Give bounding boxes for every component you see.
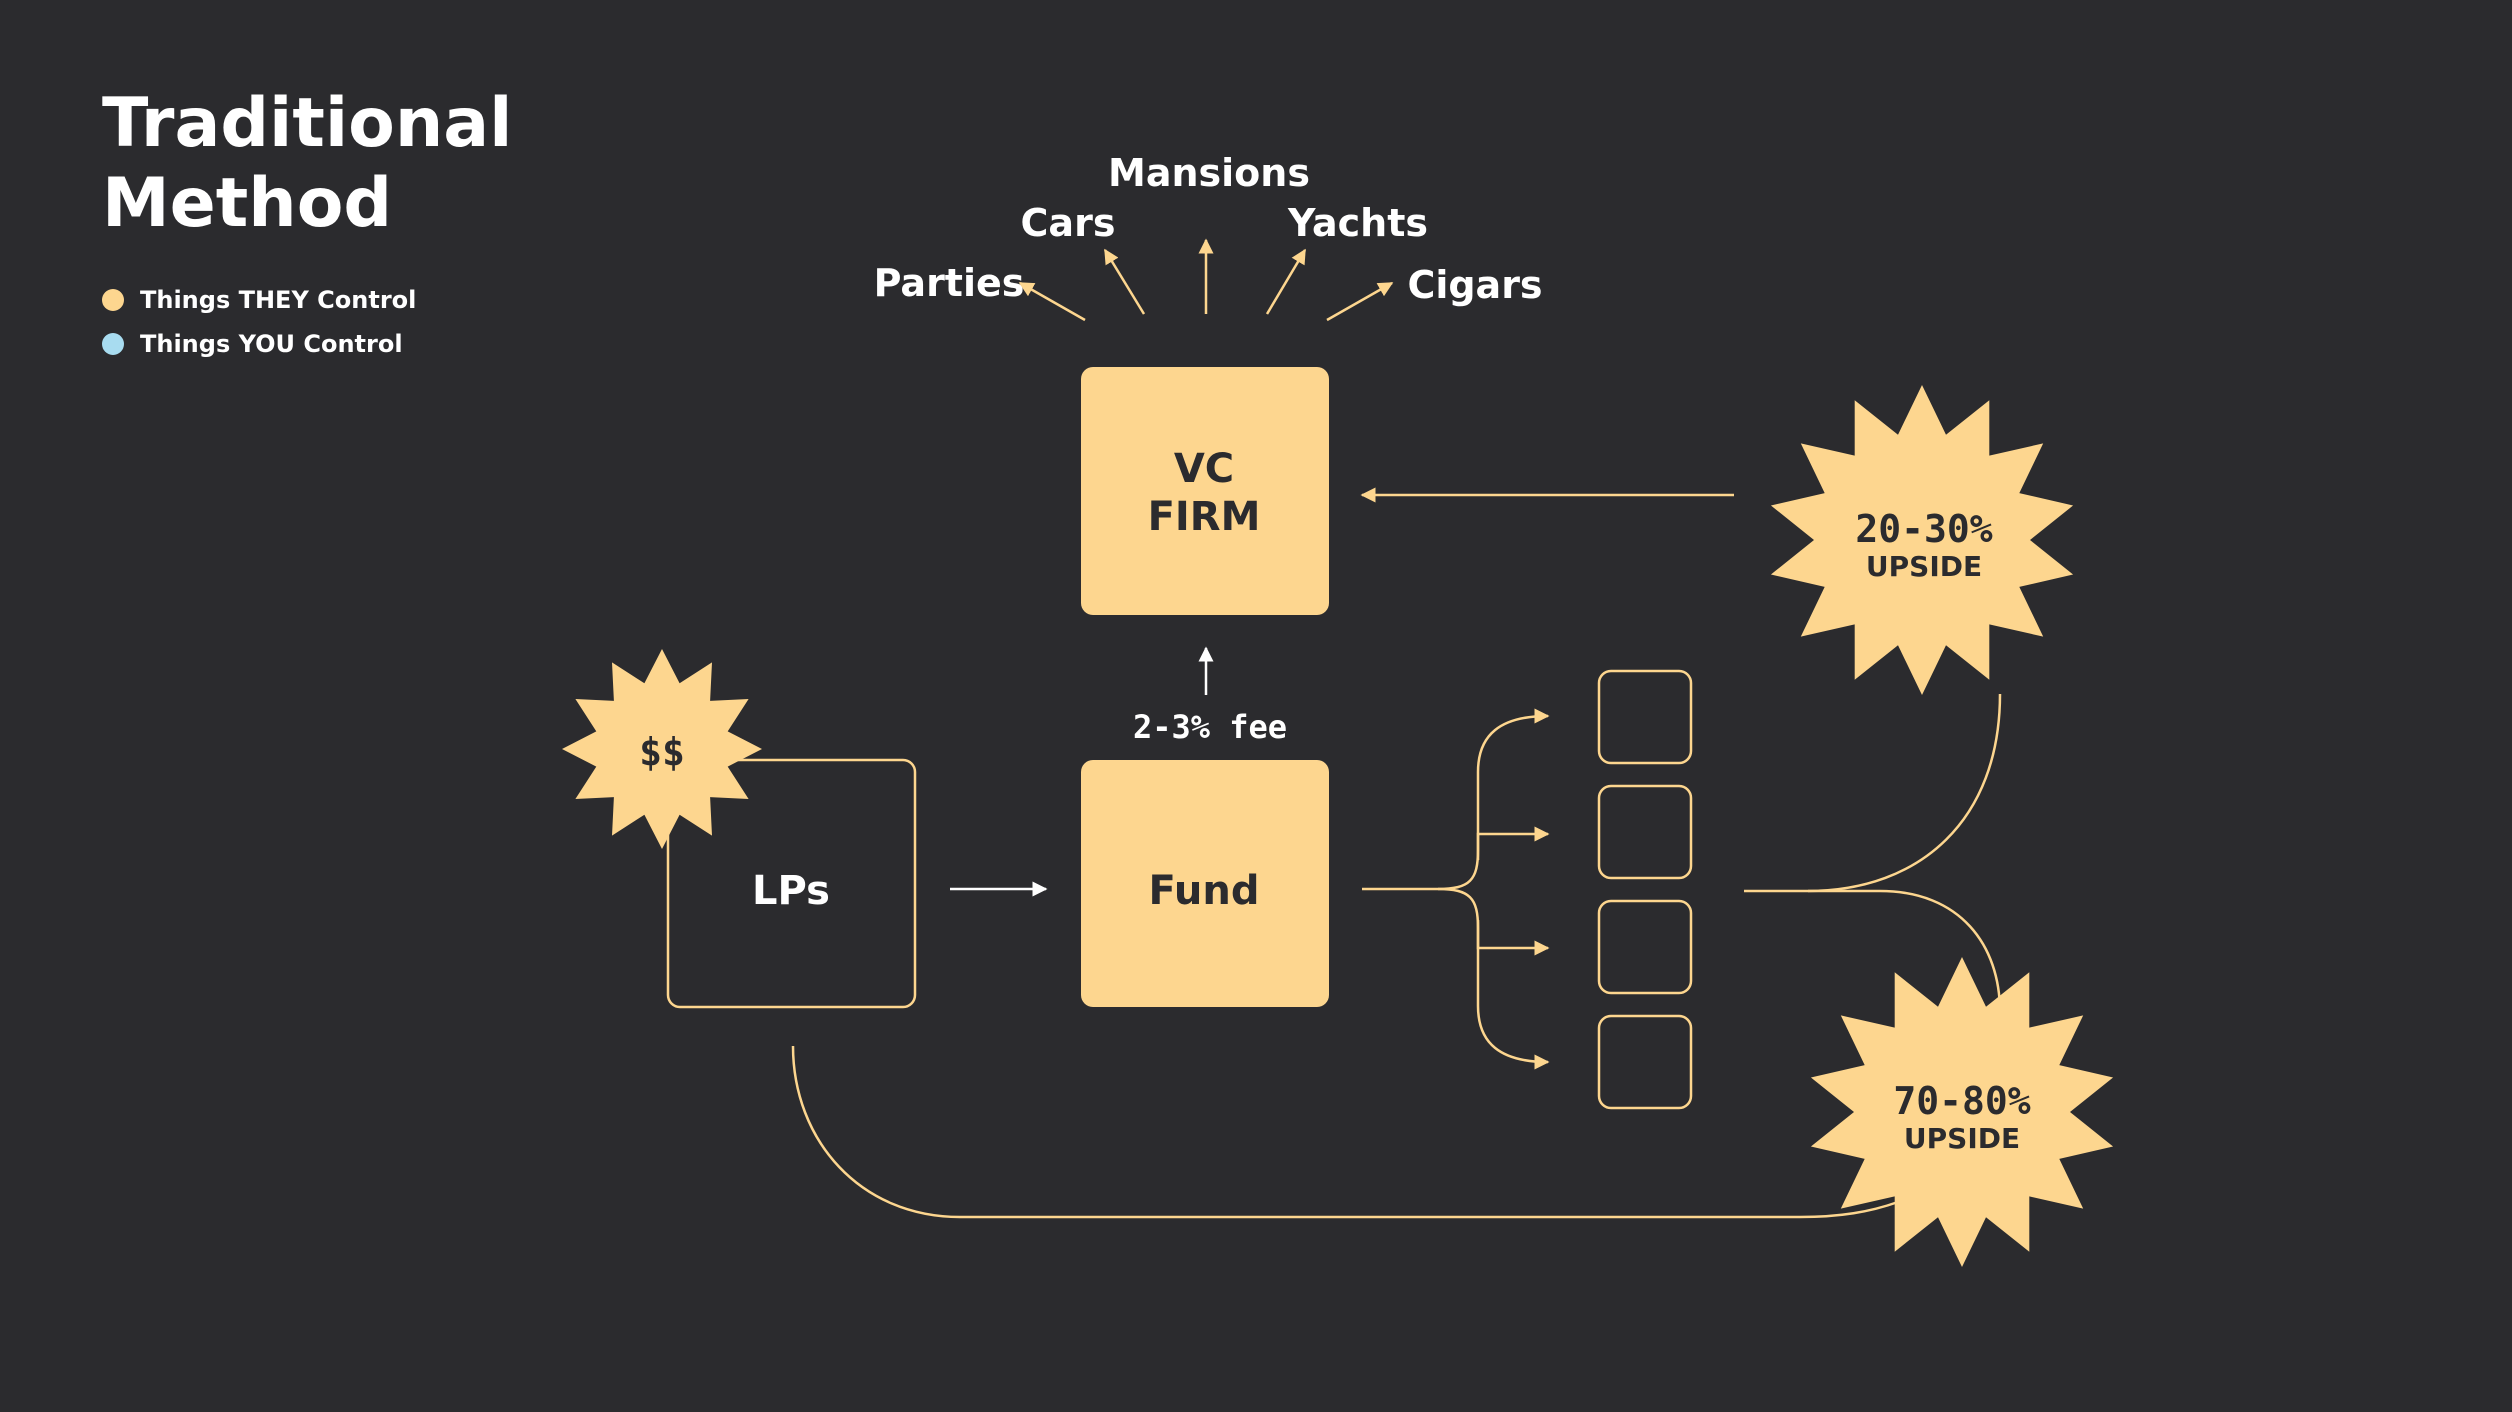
vc-firm-label-line-2: FIRM (1148, 494, 1261, 540)
portfolio-company-2 (1597, 784, 1693, 880)
fund-label: Fund (1149, 868, 1260, 914)
lp-upside-percent: 70-80% (1893, 1079, 2030, 1123)
label-cigars: Cigars (1407, 263, 1542, 307)
portfolio-company-4 (1597, 1014, 1693, 1110)
curve-to-vc-upside (1744, 693, 2002, 893)
title-line-1: Traditional (102, 84, 513, 163)
legend-dot-you-icon (102, 333, 124, 355)
return-curves (791, 693, 2002, 1219)
vc-firm-label-line-1: VC (1174, 446, 1234, 492)
lp-upside-burst: 70-80% UPSIDE (1810, 957, 2114, 1267)
label-cars: Cars (1021, 201, 1116, 245)
money-burst-shape (562, 649, 762, 849)
spending-arrows (1018, 238, 1394, 322)
lps-box (666, 758, 917, 1009)
vc-firm-box (1081, 367, 1329, 615)
branch-1 (1437, 708, 1550, 891)
label-yachts: Yachts (1287, 201, 1428, 245)
arrow-to-cigars (1326, 281, 1394, 322)
arrow-to-yachts (1265, 248, 1307, 315)
legend-dot-they-icon (102, 289, 124, 311)
branch-4 (1437, 887, 1550, 1070)
fund-branches (1362, 708, 1550, 1070)
legend-item-they: Things THEY Control (102, 278, 416, 322)
label-parties: Parties (874, 261, 1025, 305)
branch-2 (1476, 826, 1550, 860)
curve-to-lp-upside (1808, 889, 2002, 1013)
money-burst: $$ (562, 649, 762, 849)
portfolio-company-3 (1597, 899, 1693, 995)
fund-box (1081, 760, 1329, 1007)
legend-label-you: Things YOU Control (140, 330, 403, 358)
legend-label-they: Things THEY Control (140, 286, 417, 314)
fee-label: 2-3% fee (1133, 708, 1287, 746)
title-line-2: Method (102, 164, 393, 243)
portfolio-companies (1597, 669, 1693, 1110)
page-title: Traditional Method (102, 84, 512, 244)
money-label: $$ (639, 730, 685, 774)
legend-item-you: Things YOU Control (102, 322, 416, 366)
branch-3 (1476, 920, 1550, 956)
arrow-to-parties (1018, 281, 1086, 322)
legend: Things THEY Control Things YOU Control (102, 278, 416, 366)
lps-label: LPs (752, 868, 830, 914)
lp-upside-burst-shape (1810, 957, 2114, 1267)
label-mansions: Mansions (1108, 151, 1310, 195)
vc-upside-burst-shape (1770, 385, 2074, 695)
arrow-to-cars (1103, 248, 1146, 315)
lp-upside-word: UPSIDE (1904, 1122, 2020, 1155)
vc-upside-word: UPSIDE (1866, 550, 1982, 583)
vc-upside-burst: 20-30% UPSIDE (1770, 385, 2074, 695)
portfolio-company-1 (1597, 669, 1693, 765)
vc-upside-percent: 20-30% (1855, 507, 1992, 551)
curve-upside-to-lps (791, 1045, 1899, 1219)
